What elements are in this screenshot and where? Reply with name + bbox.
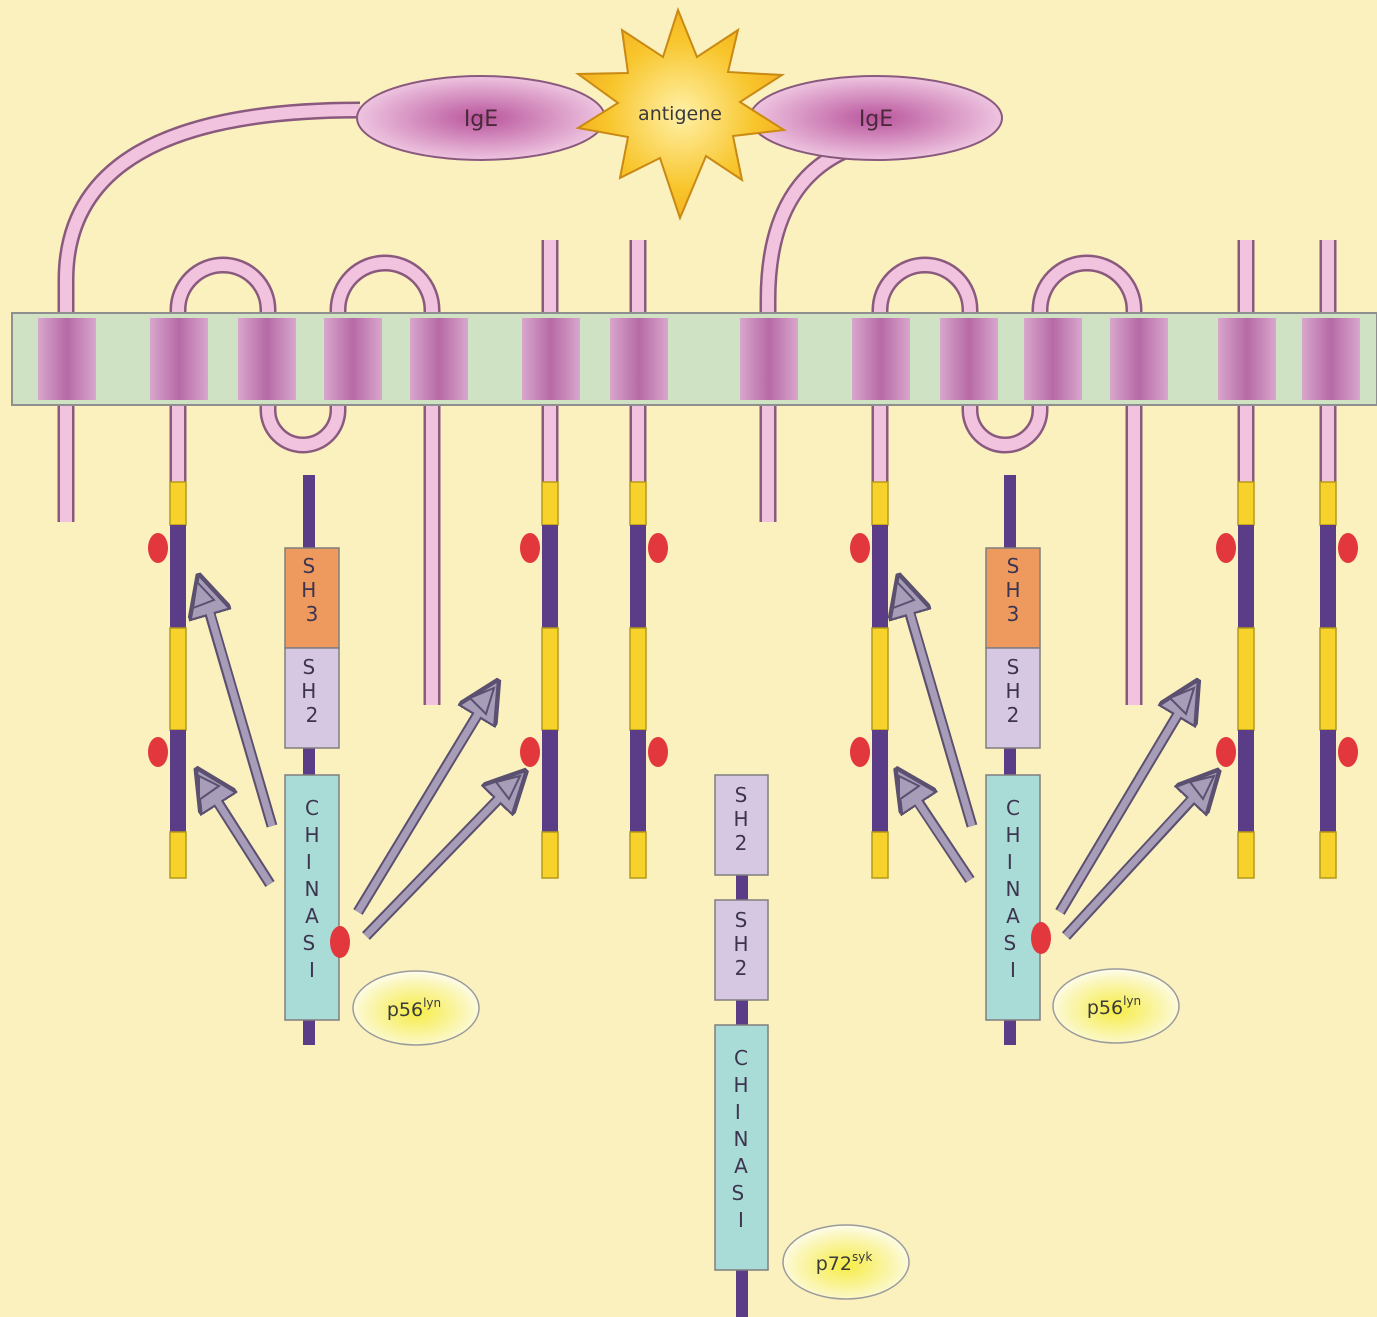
- phospho-tyrosine-dot: [520, 737, 540, 767]
- sh2-letter: H: [301, 679, 316, 703]
- tail-segment: [170, 832, 186, 878]
- tail-segment: [1320, 482, 1336, 525]
- phospho-tyrosine-dot: [648, 533, 668, 563]
- tail-segment: [170, 628, 186, 730]
- ige-left: IgE: [357, 76, 605, 160]
- phospho-tyrosine-dot: [1216, 737, 1236, 767]
- phospho-tyrosine-dot: [1338, 533, 1358, 563]
- tail-segment: [630, 482, 646, 525]
- tail-segment: [1238, 482, 1254, 525]
- antigen-star: antigene: [578, 10, 784, 218]
- sh2-letter: 2: [306, 703, 319, 727]
- phosphorylation-arrows: [203, 590, 1208, 936]
- sh2-letter: S: [302, 655, 315, 679]
- tail-segment: [872, 832, 888, 878]
- itam-motif: [170, 730, 186, 832]
- tail-segment: [542, 832, 558, 878]
- tail-segment: [630, 832, 646, 878]
- phospho-tyrosine-dot: [148, 533, 168, 563]
- ige-right-label: IgE: [859, 107, 893, 132]
- tail-segment: [1238, 628, 1254, 730]
- arrow-heads: [193, 582, 1214, 800]
- ige-left-label: IgE: [464, 107, 498, 132]
- itam-motif: [1320, 730, 1336, 832]
- antigen-label: antigene: [638, 103, 722, 125]
- tail-segment: [630, 628, 646, 730]
- itam-motif: [1238, 730, 1254, 832]
- itam-motif: [542, 525, 558, 628]
- tail-segment: [1238, 832, 1254, 878]
- phospho-tyrosine-dot: [1216, 533, 1236, 563]
- itam-motif: [630, 525, 646, 628]
- cell-membrane: [12, 313, 1377, 405]
- tail-segment: [1320, 628, 1336, 730]
- arrow-outlines: [203, 590, 1208, 936]
- tail-segment: [542, 628, 558, 730]
- itam-motif: [170, 525, 186, 628]
- phospho-tyrosine-dot: [148, 737, 168, 767]
- itam-motif: [630, 730, 646, 832]
- phospho-tyrosine-dot: [850, 533, 870, 563]
- itam-motif: [542, 730, 558, 832]
- ige-right: IgE: [750, 76, 1002, 160]
- itam-motif: [872, 525, 888, 628]
- phospho-tyrosine-dot: [520, 533, 540, 563]
- phospho-tyrosine-dot: [1338, 737, 1358, 767]
- arrow-fills: [205, 596, 1204, 936]
- sh3-letter: 3: [306, 602, 319, 626]
- tail-segment: [872, 482, 888, 525]
- phospho-tyrosine-dot: [850, 737, 870, 767]
- itam-motif: [872, 730, 888, 832]
- tail-segment: [872, 628, 888, 730]
- sh3-letter: S: [302, 554, 315, 578]
- tail-segment: [1320, 832, 1336, 878]
- itam-motif: [1238, 525, 1254, 628]
- itam-motif: [1320, 525, 1336, 628]
- phospho-tyrosine-dot: [648, 737, 668, 767]
- tail-segment: [170, 482, 186, 525]
- sh3-letter: H: [301, 578, 316, 602]
- tail-segment: [542, 482, 558, 525]
